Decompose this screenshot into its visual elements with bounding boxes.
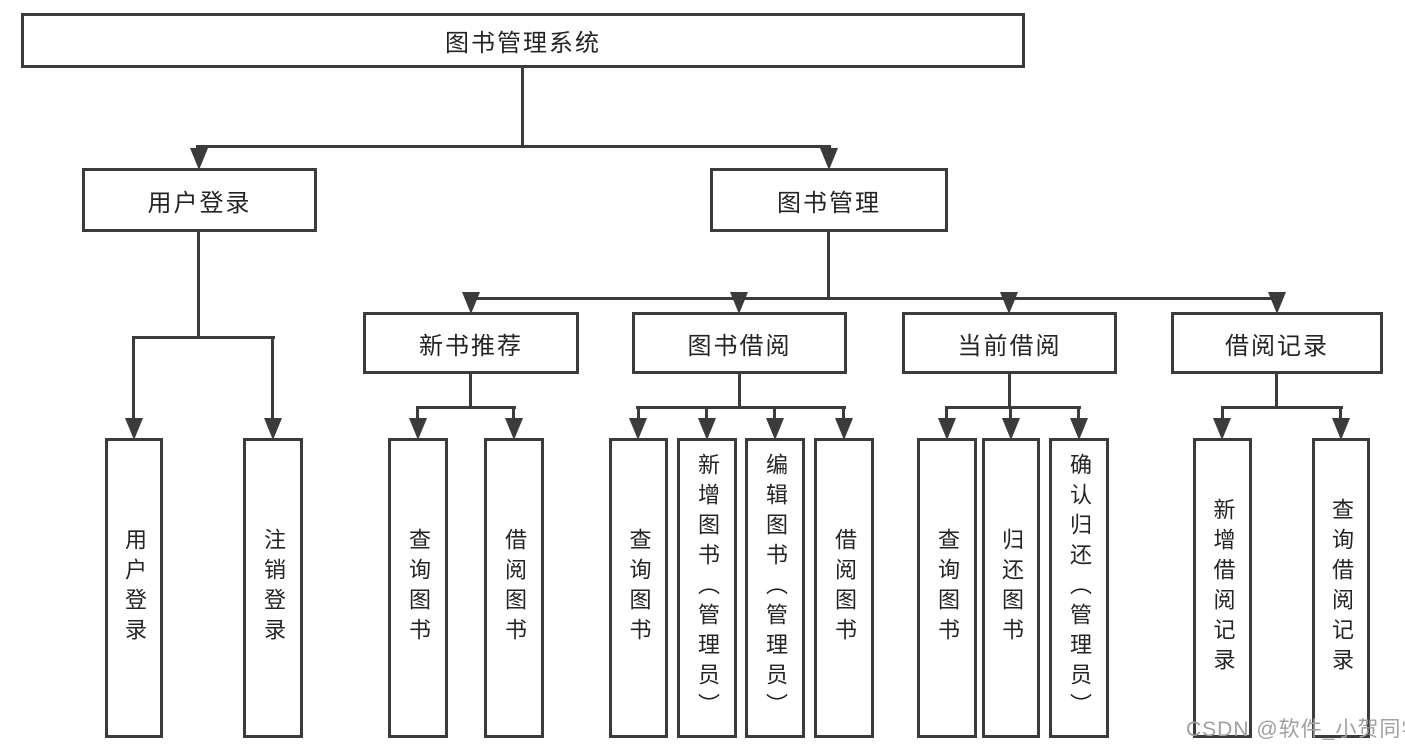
arrow-down-icon <box>264 418 282 440</box>
connector-line <box>132 336 275 339</box>
node-edit-book-admin: 编辑图书（管理员） <box>745 438 805 738</box>
node-label: 归还图书 <box>999 528 1024 648</box>
node-label: 新增图书（管理员） <box>695 453 720 723</box>
node-borrow-book: 借阅图书 <box>484 438 544 738</box>
node-add-book-admin: 新增图书（管理员） <box>677 438 737 738</box>
connector-line <box>1339 406 1342 421</box>
connector-line <box>271 336 274 422</box>
connector-line <box>827 232 830 300</box>
node-label: 编辑图书（管理员） <box>763 453 788 723</box>
node-confirm-return-admin: 确认归还（管理员） <box>1049 438 1109 738</box>
node-user-login-leaf: 用户登录 <box>105 438 163 738</box>
connector-line <box>512 406 515 421</box>
csdn-watermark: CSDN @软件_小贺同学 <box>1186 718 1405 741</box>
node-label: 用户登录 <box>147 189 252 217</box>
arrow-down-icon <box>766 418 784 440</box>
arrow-down-icon <box>730 292 748 314</box>
node-query-book: 查询图书 <box>917 438 977 738</box>
connector-line <box>416 406 516 409</box>
node-book-management: 图书管理 <box>710 168 948 232</box>
node-query-borrow-record: 查询借阅记录 <box>1312 438 1370 738</box>
connector-line <box>416 406 419 421</box>
node-label: 查询图书 <box>406 528 431 648</box>
arrow-down-icon <box>462 292 480 314</box>
arrow-down-icon <box>1070 418 1088 440</box>
connector-line <box>705 406 708 421</box>
node-label: 注销登录 <box>261 528 286 648</box>
arrow-down-icon <box>190 148 208 170</box>
node-label: 用户登录 <box>122 528 147 648</box>
connector-line <box>1221 406 1343 409</box>
arrow-down-icon <box>1213 418 1231 440</box>
connector-line <box>945 406 1081 409</box>
connector-line <box>1221 406 1224 421</box>
connector-line <box>637 406 640 421</box>
node-book-borrowing: 图书借阅 <box>632 312 847 374</box>
connector-line <box>1275 373 1278 409</box>
connector-line <box>197 232 200 339</box>
connector-line <box>1008 373 1011 409</box>
node-label: 确认归还（管理员） <box>1067 453 1092 723</box>
node-current-borrowing: 当前借阅 <box>902 312 1117 374</box>
arrow-down-icon <box>698 418 716 440</box>
connector-line <box>521 68 524 147</box>
arrow-down-icon <box>409 418 427 440</box>
node-label: 新增借阅记录 <box>1210 498 1236 678</box>
arrow-down-icon <box>1268 292 1286 314</box>
connector-line <box>1009 406 1012 421</box>
arrow-down-icon <box>835 418 853 440</box>
arrow-down-icon <box>938 418 956 440</box>
connector-line <box>132 336 135 422</box>
node-query-book: 查询图书 <box>609 438 668 738</box>
connector-line <box>773 406 776 421</box>
connector-line <box>469 373 472 409</box>
node-borrowing-records: 借阅记录 <box>1171 312 1383 374</box>
node-label: 借阅图书 <box>502 528 527 648</box>
node-logout: 注销登录 <box>243 438 303 738</box>
node-label: 当前借阅 <box>957 332 1062 360</box>
node-label: 查询图书 <box>626 528 652 648</box>
node-label: 查询借阅记录 <box>1329 498 1354 678</box>
connector-line <box>196 145 831 148</box>
connector-line <box>738 373 741 409</box>
node-new-book-recommend: 新书推荐 <box>363 312 579 374</box>
arrow-down-icon <box>820 148 838 170</box>
connector-line <box>1077 406 1080 421</box>
connector-line <box>636 406 846 409</box>
node-label: 图书管理 <box>777 189 881 217</box>
connector-line <box>945 406 948 421</box>
node-label: 图书借阅 <box>687 332 792 360</box>
node-label: 查询图书 <box>935 528 960 648</box>
node-add-borrow-record: 新增借阅记录 <box>1193 438 1252 738</box>
node-query-book: 查询图书 <box>388 438 448 738</box>
node-label: 借阅图书 <box>832 528 857 648</box>
arrow-down-icon <box>505 418 523 440</box>
connector-line <box>842 406 845 421</box>
node-label: 借阅记录 <box>1225 332 1329 360</box>
node-label: 图书管理系统 <box>445 30 601 57</box>
node-library-management-system: 图书管理系统 <box>21 13 1025 68</box>
node-return-book: 归还图书 <box>982 438 1040 738</box>
node-borrow-book: 借阅图书 <box>814 438 874 738</box>
node-label: 新书推荐 <box>419 332 523 360</box>
arrow-down-icon <box>629 418 647 440</box>
connector-line <box>469 297 1279 300</box>
node-user-login: 用户登录 <box>82 168 317 232</box>
arrow-down-icon <box>1002 418 1020 440</box>
arrow-down-icon <box>1332 418 1350 440</box>
arrow-down-icon <box>125 418 143 440</box>
arrow-down-icon <box>1000 292 1018 314</box>
